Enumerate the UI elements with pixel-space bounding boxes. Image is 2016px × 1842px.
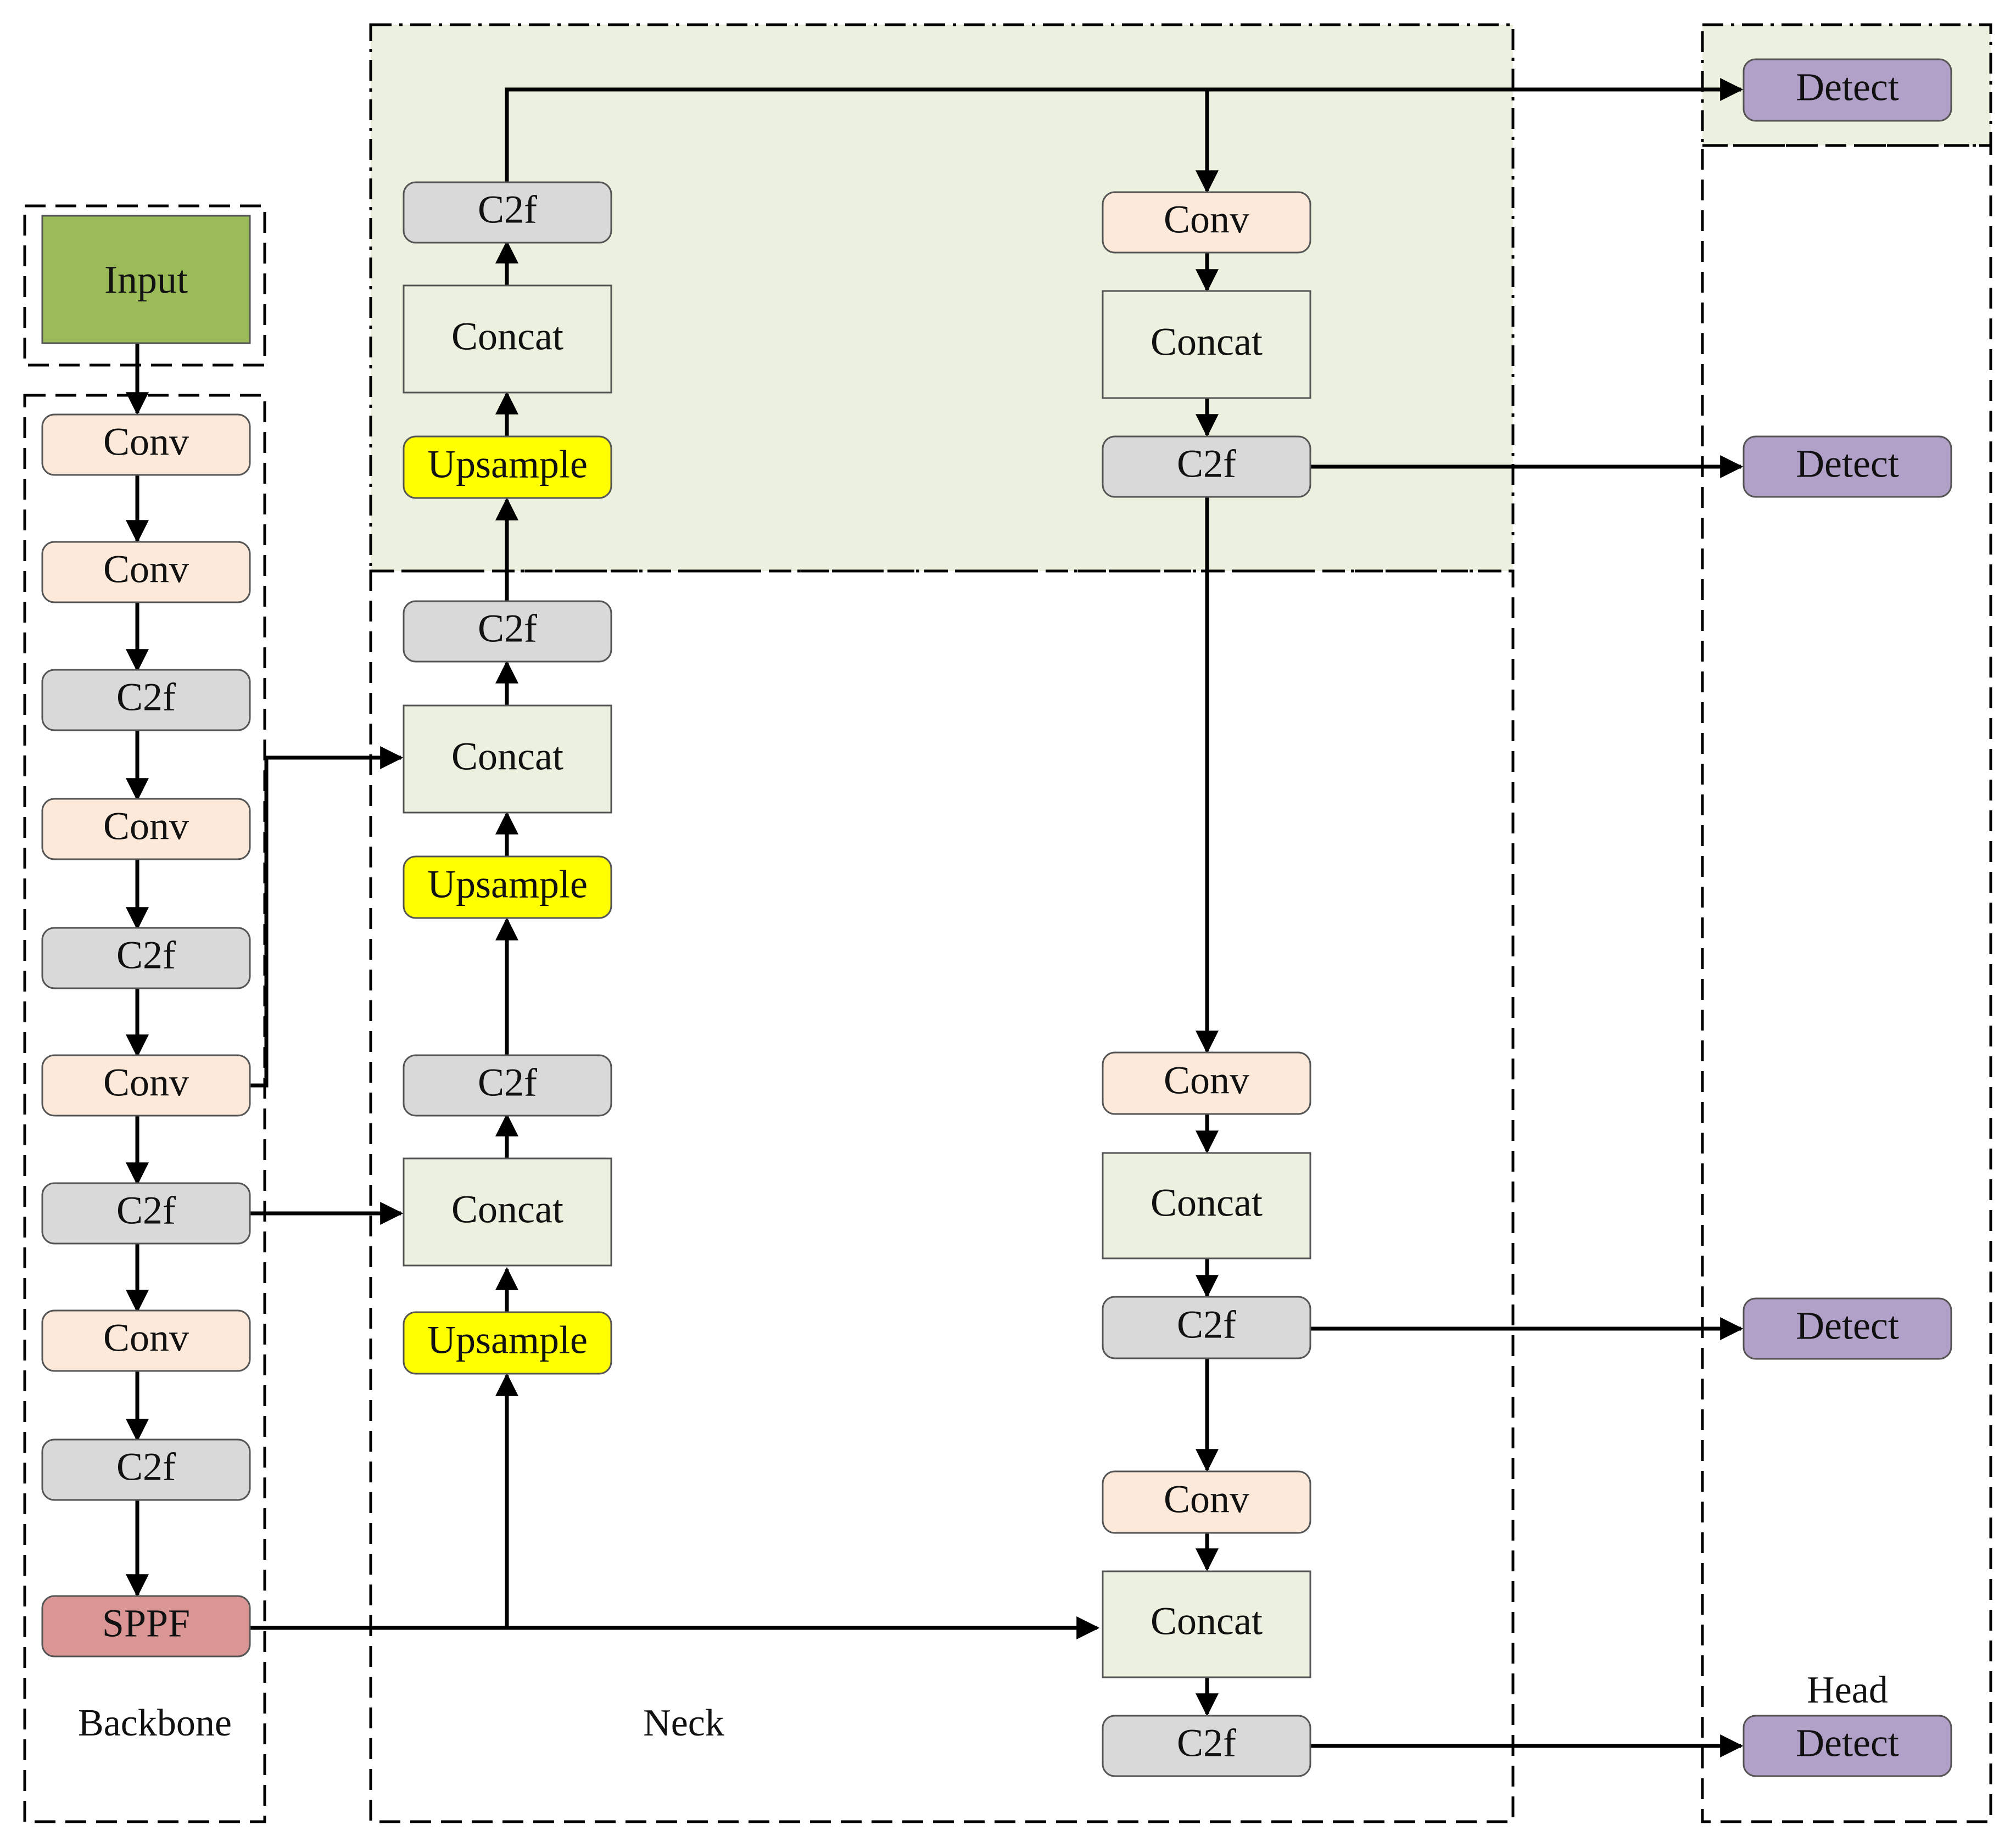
- neck-upsample-2: Upsample: [403, 855, 612, 919]
- neck-upsample-3: Upsample: [403, 1311, 612, 1375]
- backbone-c2f-4-label: C2f: [116, 1445, 176, 1489]
- arrow-conv4-to-neck-concat: [250, 746, 404, 1088]
- neck-concat-3: Concat: [403, 1157, 612, 1267]
- neck-right-c2f-2-label: C2f: [1177, 1303, 1236, 1347]
- backbone-c2f-2: C2f: [41, 927, 251, 989]
- neck-right-concat-1-label: Concat: [1151, 320, 1263, 364]
- neck-highlight-border: [369, 23, 1515, 573]
- backbone-conv-2-label: Conv: [103, 547, 189, 591]
- arrow-c2f-neck1-to-top-detect: [505, 78, 1744, 182]
- backbone-conv-5-label: Conv: [103, 1316, 189, 1360]
- neck-right-conv-1: Conv: [1102, 191, 1311, 254]
- neck-right-concat-3-label: Concat: [1151, 1599, 1263, 1643]
- input-node: Input: [41, 215, 251, 344]
- backbone-c2f-4: C2f: [41, 1438, 251, 1501]
- head-highlight-border: [1701, 23, 1992, 147]
- neck-concat-1: Concat: [403, 284, 612, 394]
- backbone-c2f-1: C2f: [41, 669, 251, 731]
- neck-upsample-3-label: Upsample: [427, 1318, 588, 1362]
- neck-right-c2f-3-label: C2f: [1177, 1721, 1236, 1765]
- backbone-conv-3-label: Conv: [103, 804, 189, 848]
- neck-right-c2f-2: C2f: [1102, 1296, 1311, 1359]
- neck-right-conv-2: Conv: [1102, 1051, 1311, 1115]
- neck-right-c2f-3: C2f: [1102, 1715, 1311, 1777]
- backbone-conv-5: Conv: [41, 1309, 251, 1372]
- neck-right-conv-2-label: Conv: [1164, 1059, 1249, 1102]
- head-section-border: [1701, 144, 1992, 1823]
- backbone-sppf: SPPF: [41, 1595, 251, 1658]
- neck-right-conv-3-label: Conv: [1164, 1477, 1249, 1521]
- neck-c2f-1-label: C2f: [478, 188, 537, 232]
- backbone-section-label: Backbone: [78, 1702, 232, 1744]
- neck-concat-3-label: Concat: [451, 1188, 563, 1231]
- backbone-conv-2: Conv: [41, 541, 251, 603]
- head-detect-1-label: Detect: [1796, 65, 1899, 109]
- head-detect-3: Detect: [1743, 1297, 1952, 1360]
- neck-c2f-2-label: C2f: [478, 607, 537, 651]
- neck-right-conv-1-label: Conv: [1164, 198, 1249, 242]
- neck-right-c2f-1-label: C2f: [1177, 442, 1236, 486]
- backbone-conv-3: Conv: [41, 798, 251, 860]
- neck-c2f-2: C2f: [403, 600, 612, 663]
- neck-right-c2f-1: C2f: [1102, 435, 1311, 498]
- backbone-conv-1: Conv: [41, 413, 251, 476]
- neck-right-concat-3: Concat: [1102, 1570, 1311, 1678]
- neck-section-label: Neck: [643, 1702, 724, 1744]
- neck-upsample-1: Upsample: [403, 435, 612, 499]
- backbone-c2f-2-label: C2f: [116, 933, 176, 977]
- neck-right-concat-1: Concat: [1102, 290, 1311, 399]
- neck-right-conv-3: Conv: [1102, 1470, 1311, 1534]
- neck-right-concat-2: Concat: [1102, 1152, 1311, 1259]
- head-detect-2-label: Detect: [1796, 442, 1899, 486]
- neck-c2f-3-label: C2f: [478, 1061, 537, 1105]
- backbone-c2f-1-label: C2f: [116, 675, 176, 719]
- backbone-conv-1-label: Conv: [103, 420, 189, 464]
- backbone-conv-4: Conv: [41, 1054, 251, 1117]
- backbone-conv-4-label: Conv: [103, 1061, 189, 1105]
- head-detect-4-label: Detect: [1796, 1721, 1899, 1765]
- neck-c2f-3: C2f: [403, 1054, 612, 1117]
- neck-concat-2-label: Concat: [451, 735, 563, 779]
- neck-upsample-2-label: Upsample: [427, 863, 588, 906]
- backbone-section-border: [23, 394, 266, 1823]
- backbone-c2f-3: C2f: [41, 1182, 251, 1245]
- head-detect-4: Detect: [1743, 1715, 1952, 1777]
- head-detect-3-label: Detect: [1796, 1304, 1899, 1348]
- neck-right-concat-2-label: Concat: [1151, 1181, 1263, 1225]
- backbone-sppf-label: SPPF: [102, 1602, 190, 1645]
- neck-concat-1-label: Concat: [451, 315, 563, 359]
- neck-concat-2: Concat: [403, 704, 612, 814]
- neck-upsample-1-label: Upsample: [427, 443, 588, 486]
- head-section-label: Head: [1807, 1669, 1888, 1711]
- backbone-c2f-3-label: C2f: [116, 1189, 176, 1233]
- input-section-border: [23, 204, 266, 367]
- head-detect-1: Detect: [1743, 58, 1952, 122]
- head-detect-2: Detect: [1743, 435, 1952, 498]
- input-node-label: Input: [104, 258, 188, 302]
- neck-c2f-1: C2f: [403, 181, 612, 244]
